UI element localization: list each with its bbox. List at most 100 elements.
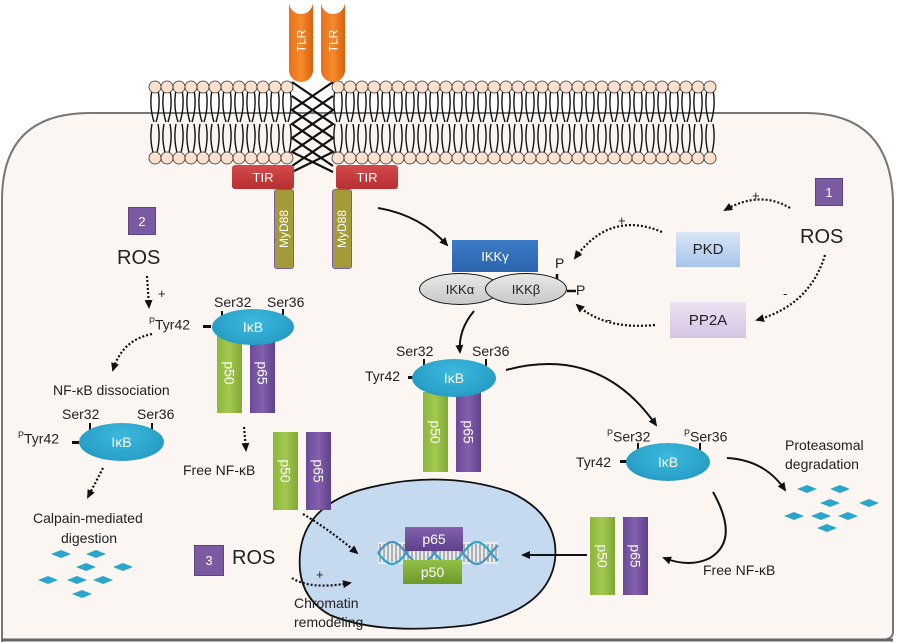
lipid-head	[415, 151, 429, 165]
lipid-tail	[282, 89, 292, 123]
proteasome-fragment	[830, 485, 850, 493]
lipid-head	[343, 80, 357, 94]
ikb-phosphorylated: IκB	[626, 443, 710, 481]
lipid-head	[220, 151, 234, 165]
pser32-tick	[637, 443, 639, 451]
ikk-beta: IKKβ	[485, 273, 567, 305]
lipid-head	[487, 151, 501, 165]
lipid-tail	[198, 89, 208, 123]
calpain-fragment	[76, 563, 96, 571]
ptyr42-label-top: PTyr42	[149, 316, 191, 333]
lipid-tail	[633, 89, 643, 123]
pkd-box: PKD	[676, 232, 740, 267]
lipid-tail	[525, 89, 535, 123]
lipid-head	[487, 80, 501, 94]
lipid-tail	[357, 89, 367, 123]
proteasome-fragment	[784, 512, 804, 520]
tyr42-tick	[203, 325, 211, 328]
arrow-ros1-to-pp2a	[755, 254, 827, 322]
lipid-head	[511, 80, 525, 94]
lipid-head	[268, 80, 282, 94]
myd88-right: MyD88	[332, 189, 352, 269]
ptyr42-label-diss: PTyr42	[18, 430, 60, 447]
lipid-head	[391, 151, 405, 165]
ikb-complex-canon: IκB	[412, 359, 496, 397]
ser36-label-2: Ser36	[267, 294, 305, 310]
lipid-head	[703, 151, 717, 165]
arrow-free-nfkb-to-dna	[302, 513, 359, 555]
arrow-pkd-to-ikk	[573, 224, 663, 260]
lipid-head	[148, 80, 162, 94]
free-nfkb-label-left: Free NF-κB	[183, 462, 256, 478]
tyr42-label-pikb: Tyr42	[576, 454, 612, 470]
lipid-head	[691, 151, 705, 165]
lipid-head	[559, 80, 573, 94]
lipid-head	[631, 80, 645, 94]
lipid-tail	[405, 89, 415, 123]
lipid-tail	[621, 89, 631, 123]
arrow-pikb-to-free-nfkb	[662, 491, 727, 565]
pathway-1-badge: 1	[815, 178, 843, 206]
lipid-head	[244, 151, 258, 165]
ser32-label-canon: Ser32	[396, 343, 434, 359]
lipid-head	[244, 80, 258, 94]
arrow-tyr42-to-dissociation	[111, 332, 153, 372]
arrow-pp2a-to-ikk	[575, 303, 656, 327]
lipid-tail	[585, 89, 595, 123]
ros-1-label: ROS	[800, 226, 844, 248]
lipid-head	[523, 80, 537, 94]
lipid-head	[547, 151, 561, 165]
ros2-sign: +	[158, 286, 166, 301]
lipid-head	[643, 151, 657, 165]
proteasomal-label-line2: degradation	[785, 456, 859, 472]
p50-dna-bound: p50	[403, 560, 462, 584]
lipid-bilayer	[148, 80, 717, 165]
lipid-tail	[645, 89, 655, 123]
lipid-head	[331, 80, 345, 94]
pkd-ikk-sign: +	[618, 213, 626, 228]
ikkb-phospho-right: P	[576, 282, 586, 298]
ser36-tick-canon	[485, 359, 487, 367]
lipid-tail	[597, 89, 607, 123]
tyr42-tick-pikb	[620, 460, 627, 463]
ser36-tick-diss	[151, 423, 153, 431]
ikb-dissociated: IκB	[79, 423, 164, 461]
tir-domain-right: TIR	[336, 165, 398, 189]
arrow-myd88-to-ikk	[377, 207, 449, 247]
lipid-head	[631, 151, 645, 165]
lipid-head	[355, 151, 369, 165]
lipid-tail	[561, 89, 571, 123]
lipid-head	[415, 80, 429, 94]
lipid-head	[583, 151, 597, 165]
lipid-head	[667, 80, 681, 94]
calpain-fragment	[113, 563, 133, 571]
lipid-head	[667, 151, 681, 165]
lipid-head	[607, 151, 621, 165]
lipid-head	[475, 151, 489, 165]
lipid-head	[184, 80, 198, 94]
lipid-tail	[609, 89, 619, 123]
ser32-tick-diss	[89, 423, 91, 431]
lipid-head	[703, 80, 717, 94]
ros1-pkd-sign: +	[752, 188, 760, 203]
tyr42-tick-canon	[408, 376, 415, 379]
lipid-tail	[150, 89, 160, 123]
tlr-receptor-right-cap	[321, 0, 345, 14]
ikb-complex-2: IκB	[212, 309, 294, 345]
arrow-ikb-to-calpain	[87, 467, 104, 499]
arrow-ros1-to-pkd	[723, 198, 791, 211]
arrow-ikb-to-pikb	[505, 363, 658, 427]
proteasome-fragment	[820, 499, 840, 507]
p65-free-right: p65	[623, 517, 648, 595]
lipid-head	[619, 151, 633, 165]
ser32-label-diss: Ser32	[62, 406, 100, 422]
lipid-head	[367, 80, 381, 94]
ros-3-label: ROS	[232, 547, 276, 569]
lipid-head	[196, 80, 210, 94]
p65-free-left: p65	[306, 432, 331, 510]
p50-complex-canon: p50	[423, 392, 448, 472]
lipid-head	[172, 80, 186, 94]
lipid-tail	[681, 89, 691, 123]
calpain-label-line2: digestion	[61, 530, 118, 546]
